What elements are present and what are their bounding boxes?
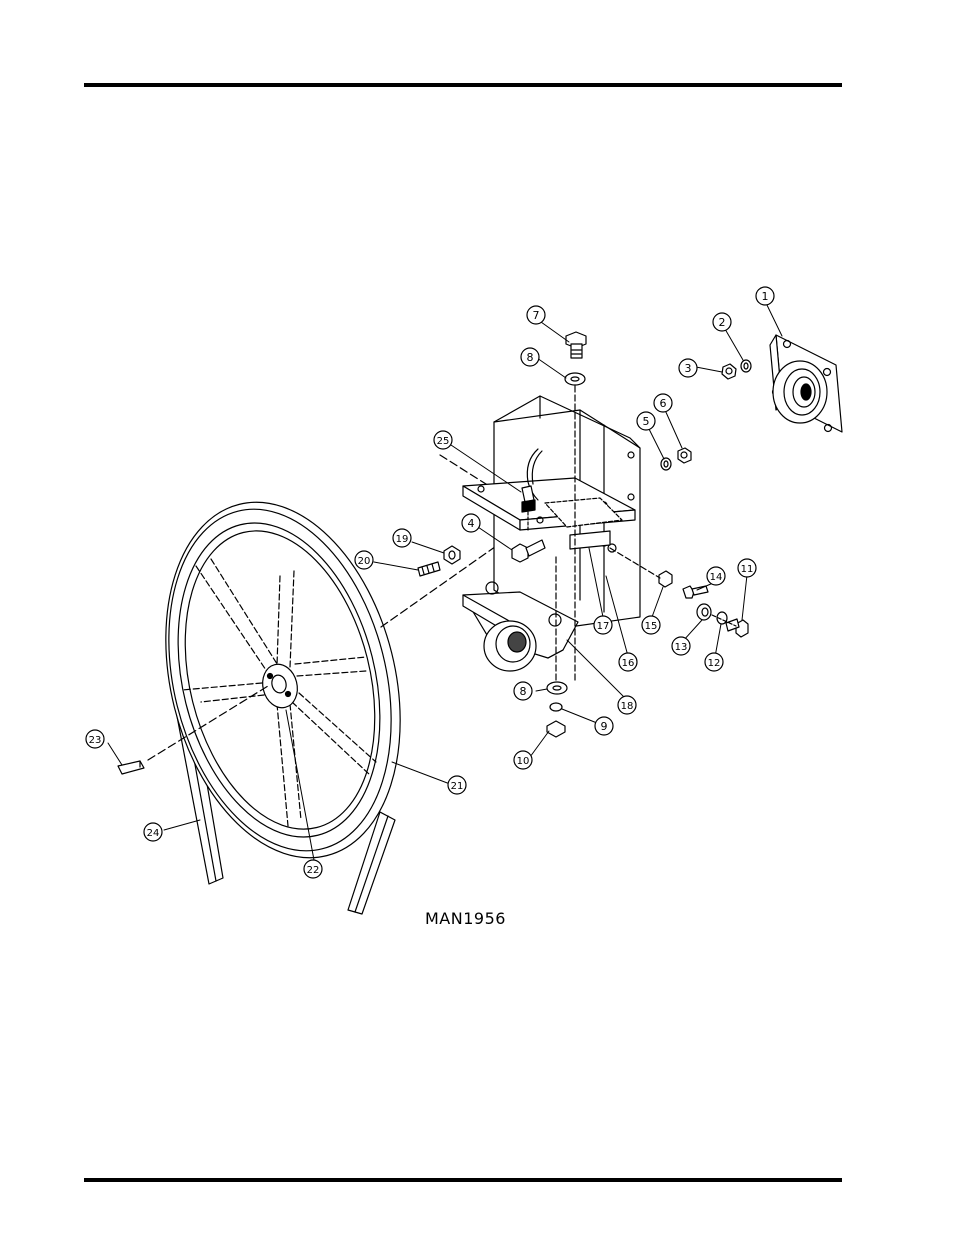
- shaft-key: [117, 760, 145, 775]
- callout-6: 6: [653, 393, 673, 413]
- callout-4: 4: [461, 513, 481, 533]
- callout-18: 18: [617, 695, 637, 715]
- callout-19: 19: [392, 528, 412, 548]
- callout-24: 24: [143, 822, 163, 842]
- callout-number: 5: [643, 415, 650, 428]
- drawing-id: MAN1956: [425, 909, 506, 928]
- callout-number: 11: [741, 564, 754, 575]
- callout-number: 4: [468, 517, 475, 530]
- callout-number: 13: [675, 642, 688, 653]
- callout-8: 8: [513, 681, 533, 701]
- sensor-fitting: [521, 448, 543, 531]
- callout-22: 22: [303, 859, 323, 879]
- bottom-fasteners: [546, 556, 568, 738]
- callout-number: 9: [601, 720, 608, 733]
- callout-number: 25: [437, 436, 450, 447]
- callout-labels: 1234567889101112131415161718192021222324…: [85, 286, 775, 879]
- callout-1: 1: [755, 286, 775, 306]
- callout-number: 1: [762, 290, 769, 303]
- right-fasteners: [609, 547, 749, 638]
- callout-number: 3: [685, 362, 692, 375]
- motor-bracket: [462, 395, 641, 630]
- bolt-top: [564, 331, 587, 683]
- callout-20: 20: [354, 550, 374, 570]
- pulley-wheel: [165, 501, 401, 859]
- callout-8: 8: [520, 347, 540, 367]
- side-nut-washer: [660, 447, 692, 471]
- callout-number: 18: [621, 701, 634, 712]
- callout-7: 7: [526, 305, 546, 325]
- adjuster-nut-stud: [417, 545, 461, 577]
- callout-25: 25: [433, 430, 453, 450]
- footer-rule: [84, 1178, 842, 1182]
- callout-number: 8: [520, 685, 527, 698]
- leader-lines: [107, 302, 783, 861]
- callout-number: 8: [527, 351, 534, 364]
- callout-number: 17: [597, 621, 610, 632]
- callout-2: 2: [712, 312, 732, 332]
- callout-13: 13: [671, 636, 691, 656]
- callout-5: 5: [636, 411, 656, 431]
- callout-3: 3: [678, 358, 698, 378]
- callout-9: 9: [594, 716, 614, 736]
- callout-14: 14: [706, 566, 726, 586]
- callout-23: 23: [85, 729, 105, 749]
- callout-number: 7: [533, 309, 540, 322]
- callout-number: 22: [307, 865, 320, 876]
- callout-number: 14: [710, 572, 723, 583]
- callout-number: 20: [358, 556, 371, 567]
- callout-number: 15: [645, 621, 658, 632]
- callout-number: 21: [451, 781, 464, 792]
- callout-number: 16: [622, 658, 635, 669]
- callout-11: 11: [737, 558, 757, 578]
- pillow-block-bearing: [462, 581, 579, 672]
- callout-21: 21: [447, 775, 467, 795]
- callout-number: 23: [89, 735, 102, 746]
- callout-10: 10: [513, 750, 533, 770]
- pivot-bolt: [511, 539, 546, 563]
- flange-bearing: [769, 334, 843, 433]
- callout-number: 12: [708, 658, 721, 669]
- header-rule: [84, 83, 842, 87]
- callout-15: 15: [641, 615, 661, 635]
- callout-16: 16: [618, 652, 638, 672]
- callout-number: 2: [719, 316, 726, 329]
- callout-number: 19: [396, 534, 409, 545]
- callout-number: 10: [517, 756, 530, 767]
- washer-and-nut: [721, 359, 752, 380]
- callout-number: 6: [660, 397, 667, 410]
- callout-17: 17: [593, 615, 613, 635]
- callout-number: 24: [147, 828, 160, 839]
- callout-12: 12: [704, 652, 724, 672]
